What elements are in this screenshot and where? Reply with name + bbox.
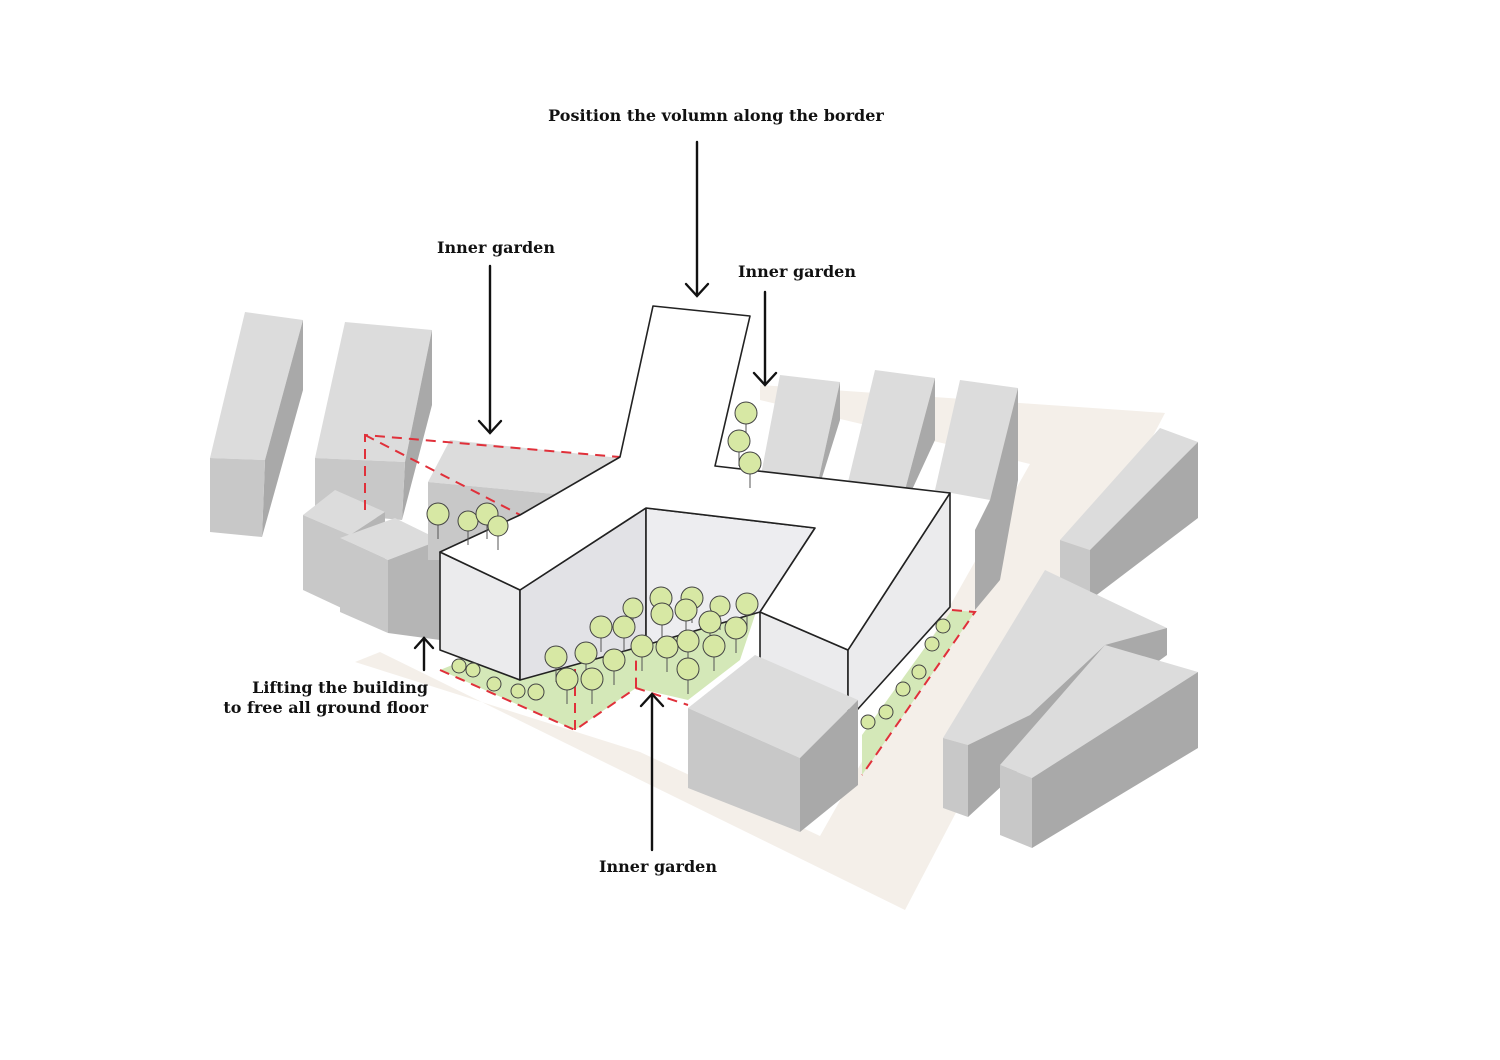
tree-icon (860, 714, 876, 730)
arrow-up-icon (413, 636, 435, 672)
annotation-inner-garden-left: Inner garden (437, 238, 555, 257)
annotation-inner-garden-right: Inner garden (738, 262, 856, 281)
tree-icon (924, 636, 940, 652)
tree-icon (734, 401, 758, 438)
trees-group (426, 401, 951, 730)
tree-icon (580, 667, 604, 704)
arrow-down-icon (477, 264, 503, 435)
tree-icon (676, 657, 700, 694)
neighbor-building-2 (315, 322, 432, 520)
tree-icon (911, 664, 927, 680)
neighbor-building-7 (848, 370, 935, 505)
arrow-down-icon (684, 140, 710, 298)
annotation-inner-garden-bottom: Inner garden (599, 857, 717, 876)
tree-icon (727, 429, 751, 466)
neighbor-building-11 (1000, 645, 1198, 848)
tree-icon (738, 451, 762, 488)
tree-icon (451, 658, 467, 674)
tree-icon (555, 667, 579, 704)
neighbor-building-1 (210, 312, 303, 537)
annotation-position-volume: Position the volumn along the border (548, 106, 884, 125)
tree-icon (630, 634, 654, 671)
arrow-up-icon (639, 692, 665, 852)
tree-icon (510, 683, 526, 699)
neighbor-building-4 (340, 518, 440, 640)
neighbor-building-front (688, 655, 858, 832)
tree-icon (589, 615, 613, 652)
tree-icon (602, 648, 626, 685)
annotation-lifting-line-2: to free all ground floor (223, 698, 428, 717)
tree-icon (527, 683, 545, 701)
tree-icon (724, 616, 748, 653)
neighbor-building-6 (760, 375, 840, 500)
tree-icon (426, 502, 450, 539)
annotation-lifting-line-1: Lifting the building (252, 678, 428, 697)
tree-icon (935, 618, 951, 634)
tree-icon (465, 662, 481, 678)
annotation-arrows (413, 140, 778, 852)
tree-icon (487, 515, 509, 550)
tree-icon (702, 634, 726, 671)
tree-icon (612, 615, 636, 652)
tree-icon (895, 681, 911, 697)
tree-icon (486, 676, 502, 692)
neighbor-building-8 (935, 380, 1018, 610)
main-volume-roof (439, 305, 951, 651)
tree-icon (878, 704, 894, 720)
arrow-down-icon (752, 290, 778, 387)
tree-icon (655, 635, 679, 672)
